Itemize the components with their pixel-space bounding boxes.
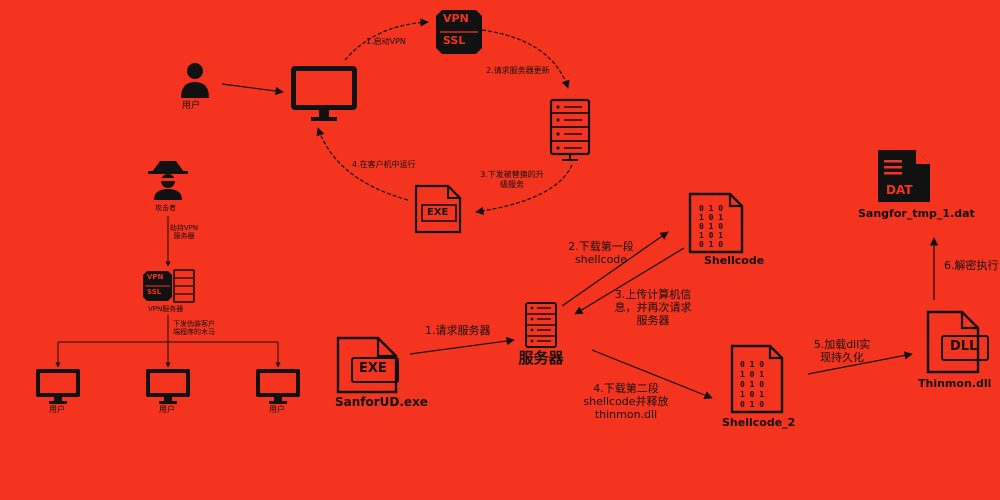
binary-row: 1 0 1 <box>740 390 765 399</box>
shellcode-2-icon <box>730 344 784 414</box>
step-download-shellcode-line1: 2.下载第一段 <box>568 240 634 253</box>
arrow-deliver-upgrade <box>475 164 573 216</box>
step-download-shellcode-label: 2.下载第一段 shellcode <box>566 240 636 266</box>
step-decrypt-execute-label: 6.解密执行 <box>944 259 999 272</box>
dat-file-icon <box>878 150 930 202</box>
attacker-icon <box>148 161 188 200</box>
client-monitor-icon-2 <box>146 369 190 404</box>
step-deliver-upgrade-line2: 级服务 <box>500 179 524 189</box>
client-monitor-icon-1 <box>36 369 80 404</box>
user-icon <box>181 63 209 98</box>
step-download-shellcode-2-line1: 4.下载第二段 <box>593 382 659 395</box>
shellcode-binary-pattern: 0 1 0 1 0 1 0 1 0 1 0 1 0 1 0 <box>699 204 723 249</box>
ssl-small-text: SSL <box>147 288 162 296</box>
step-upload-info-line1: 3.上传计算机信 <box>614 288 692 301</box>
dispatch-trojan-line2: 端程序的木马 <box>173 328 215 337</box>
binary-row: 0 1 0 <box>699 204 724 213</box>
step-upload-info-line2: 息，并再次请求 <box>614 301 692 315</box>
control-vpn-line1: 劫持VPN <box>169 224 199 232</box>
shellcode-2-label: Shellcode_2 <box>722 416 796 429</box>
binary-row: 1 0 1 <box>699 231 724 240</box>
step-upload-info-line3: 服务器 <box>636 314 670 328</box>
step-load-dll-line2: 现持久化 <box>820 351 864 365</box>
vpn-server-icon <box>143 269 195 303</box>
step-run-client-label: 4.在客户机中运行 <box>352 160 416 169</box>
binary-row: 0 1 0 <box>740 400 765 409</box>
vpn-badge-text: VPN <box>443 12 469 25</box>
arrow-request-update <box>481 29 570 89</box>
step-load-dll-line1: 5.加载dll实 <box>813 338 871 351</box>
arrow-download-shellcode-2 <box>591 349 713 400</box>
step-download-shellcode-2-label: 4.下载第二段 shellcode并释放 thinmon.dll <box>576 382 676 422</box>
server-label: 服务器 <box>518 349 564 367</box>
exe-top-text: EXE <box>427 207 449 218</box>
exe-file-icon <box>414 184 462 234</box>
binary-row: 1 0 1 <box>699 213 724 222</box>
step-request-server-label: 1.请求服务器 <box>425 324 491 337</box>
vpn-ssl-icon <box>436 10 482 54</box>
ssl-badge-text: SSL <box>443 34 466 47</box>
shellcode-label: Shellcode <box>704 254 765 267</box>
main-server-icon <box>525 302 557 348</box>
step-load-dll-label: 5.加载dll实 现持久化 <box>806 338 878 364</box>
client-monitor-icon-3 <box>256 369 300 404</box>
control-vpn-label: 劫持VPN 服务器 <box>162 224 206 241</box>
binary-row: 1 0 1 <box>740 370 765 379</box>
sanforud-exe-icon <box>336 336 399 394</box>
step-download-shellcode-2-line3: thinmon.dll <box>594 408 658 422</box>
shellcode-icon <box>688 192 744 254</box>
dll-text: DLL <box>950 339 978 354</box>
client-label-1: 用户 <box>49 405 65 414</box>
vpn-small-text: VPN <box>147 273 164 281</box>
step-deliver-upgrade-label: 3.下发被替换的升 级服务 <box>476 170 548 189</box>
step-start-vpn-label: 1.启动VPN <box>366 37 406 46</box>
client-label-2: 用户 <box>159 405 175 414</box>
arrow-upload-info <box>574 247 685 315</box>
step-upload-info-label: 3.上传计算机信 息，并再次请求 服务器 <box>608 288 698 328</box>
dispatch-trojan-line1: 下发伪装客户 <box>173 320 215 328</box>
arrow-download-shellcode <box>561 231 669 307</box>
arrow-request-server <box>409 336 515 355</box>
step-download-shellcode-2-line2: shellcode并释放 <box>583 395 669 409</box>
sangfor-tmp-label: Sangfor_tmp_1.dat <box>858 207 975 220</box>
dat-text: DAT <box>886 183 913 197</box>
arrow-load-dll <box>807 351 913 375</box>
vpn-server-label: VPN服务器 <box>148 305 184 313</box>
control-vpn-line2: 服务器 <box>173 232 195 241</box>
step-deliver-upgrade-line1: 3.下发被替换的升 <box>480 170 544 179</box>
dll-file-icon <box>926 310 989 374</box>
client-label-3: 用户 <box>269 405 285 414</box>
step-request-update-label: 2.请求服务器更新 <box>486 66 550 75</box>
sanforud-label: SanforUD.exe <box>335 395 428 409</box>
user-to-monitor-arrow <box>221 83 284 96</box>
monitor-icon <box>291 66 357 121</box>
user-label: 用户 <box>182 101 201 111</box>
dispatch-trojan-label: 下发伪装客户 端程序的木马 <box>173 320 215 337</box>
binary-row: 0 1 0 <box>740 380 765 389</box>
binary-row: 0 1 0 <box>699 222 724 231</box>
thinmon-label: Thinmon.dll <box>918 377 992 390</box>
binary-row: 0 1 0 <box>740 360 765 369</box>
attacker-label: 攻击者 <box>155 204 176 212</box>
step-download-shellcode-line2: shellcode <box>574 253 628 267</box>
exe-main-text: EXE <box>359 361 387 376</box>
shellcode-2-binary-pattern: 0 1 0 1 0 1 0 1 0 1 0 1 0 1 0 <box>740 360 764 410</box>
arrow-run-on-client <box>316 127 409 201</box>
binary-row: 0 1 0 <box>699 240 724 249</box>
arrow-start-vpn <box>344 18 429 61</box>
server-icon <box>549 98 591 161</box>
